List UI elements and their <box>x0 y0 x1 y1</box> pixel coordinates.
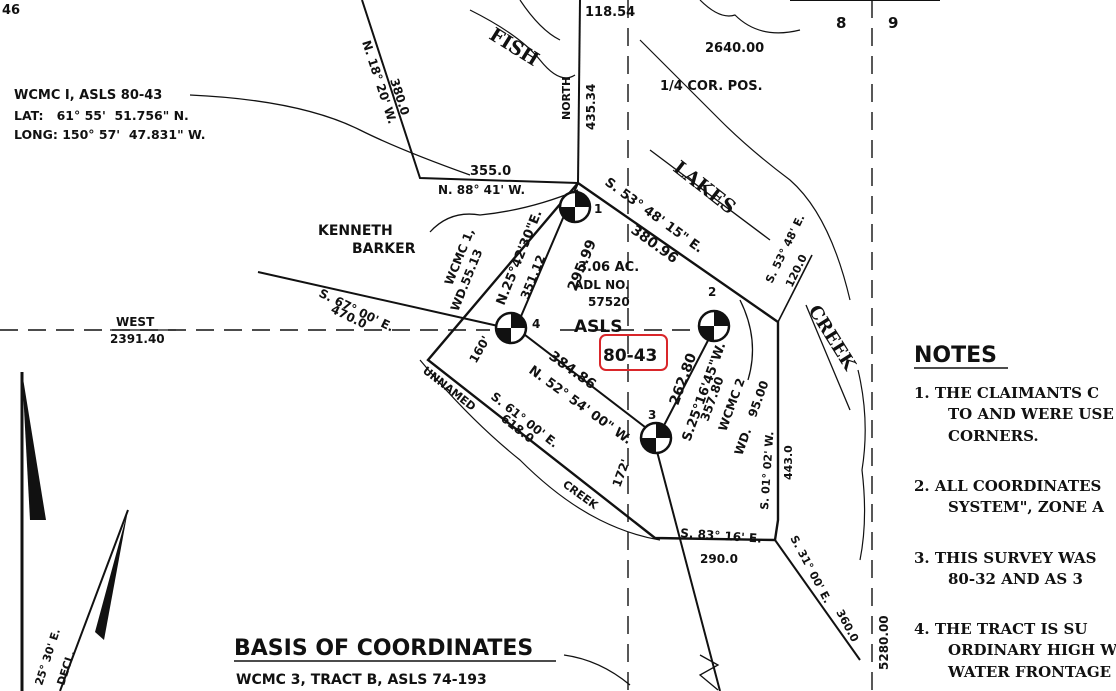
grid-left-number: 8 <box>836 14 846 32</box>
tract-asls-label: ASLS <box>574 317 622 337</box>
bottom-dist: 290.0 <box>700 552 738 566</box>
corner-1-label: 1 <box>594 202 602 216</box>
se-dist: 443.0 <box>782 445 795 480</box>
corner-1-monument-icon <box>558 190 592 224</box>
corner-2-monument-icon <box>697 309 731 343</box>
north-arrow-icon <box>20 372 46 691</box>
distance-top: 2640.00 <box>705 41 764 56</box>
quarter-corner-label: 1/4 COR. POS. <box>660 79 763 94</box>
note-3-line-2: 80-32 AND AS 3 <box>948 570 1083 588</box>
claimant-name-1: KENNETH <box>318 223 393 239</box>
corner-4-monument-icon <box>494 311 528 345</box>
note-1-line-3: CORNERS. <box>948 427 1039 445</box>
top-bearing: 118.54 <box>585 5 635 20</box>
grid-right-number: 9 <box>888 14 898 32</box>
tract-acres: 3.06 AC. <box>578 260 639 275</box>
unnamed-creek-label: UNNAMED <box>420 364 478 413</box>
declination-arrow-icon <box>59 509 129 691</box>
note-4-line-1: 4. THE TRACT IS SU <box>914 620 1087 638</box>
note-2-line-2: SYSTEM", ZONE A <box>948 498 1104 516</box>
corner-3-monument-icon <box>639 421 673 455</box>
tract-asls-number: 80-43 <box>603 346 657 366</box>
plat-linework <box>0 0 940 691</box>
note-1-line-2: TO AND WERE USE <box>948 405 1114 423</box>
note-4-line-2: ORDINARY HIGH W <box>948 641 1116 659</box>
dist-160: 160' <box>466 334 492 366</box>
west-label: WEST <box>116 315 155 329</box>
far-bearing: S. 31° 00' E. <box>787 533 834 605</box>
corner-3-label: 3 <box>648 408 656 422</box>
far-dist: 360.0 <box>833 607 861 644</box>
notes-panel: NOTES 1. THE CLAIMANTS C TO AND WERE USE… <box>914 343 1116 681</box>
fish-lakes-label-lakes: LAKES <box>669 157 740 219</box>
right-dist: 5280.00 <box>877 615 891 670</box>
note-3-line-1: 3. THIS SURVEY WAS <box>914 549 1097 567</box>
wcmc1-ref-title: WCMC I, ASLS 80-43 <box>14 88 162 103</box>
sheet-edge-number: 46 <box>2 3 20 18</box>
note-1-line-1: 1. THE CLAIMANTS C <box>914 384 1099 402</box>
bottom-bearing: S. 83° 16' E. <box>680 526 762 546</box>
top-line-bearing: N. 88° 41' W. <box>438 183 525 197</box>
corner-4-label: 4 <box>532 317 540 331</box>
decl-label: DECL. <box>54 649 77 687</box>
plat-labels: 46 118.54 8 9 2640.00 1/4 COR. POS. FISH… <box>2 3 898 688</box>
wcmc1-ref-long: LONG: 150° 57' 47.831" W. <box>14 127 205 142</box>
top-line-dist: 355.0 <box>470 164 511 179</box>
notes-title: NOTES <box>914 343 997 368</box>
se-bearing: S. 01° 02' W. <box>758 431 776 510</box>
basis-line-1: WCMC 3, TRACT B, ASLS 74-193 <box>236 672 487 688</box>
unnamed-creek-label-2: CREEK <box>560 478 600 512</box>
tract-adl-number: 57520 <box>588 295 630 309</box>
north-line-label: NORTH <box>560 77 573 120</box>
fish-lakes-label-fish: FISH <box>485 24 543 71</box>
west-dist-3: 2391.40 <box>110 332 165 346</box>
creek-label-right: CREEK <box>804 302 861 376</box>
basis-title: BASIS OF COORDINATES <box>234 636 533 661</box>
dist-172: 172' <box>610 457 633 489</box>
tract-adl-label: ADL NO. <box>574 278 630 292</box>
north-line-dist: 435.34 <box>584 84 598 130</box>
wcmc1-ref-lat: LAT: 61° 55' 51.756" N. <box>14 108 189 123</box>
note-4-line-3: WATER FRONTAGE <box>947 663 1111 681</box>
claimant-name-2: BARKER <box>352 241 416 257</box>
corner-monuments <box>494 190 731 455</box>
highlight-box <box>599 334 668 371</box>
corner-2-label: 2 <box>708 285 716 299</box>
note-2-line-1: 2. ALL COORDINATES <box>914 477 1101 495</box>
